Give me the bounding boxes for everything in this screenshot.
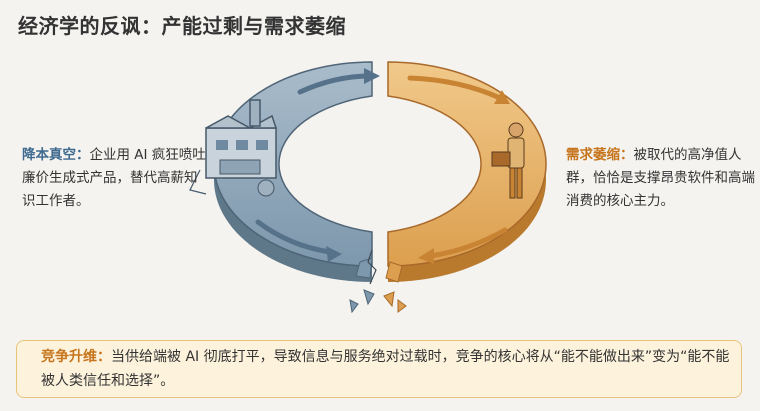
orange-arrow-top-head: [494, 90, 510, 104]
conclusion-head: 竞争升维：: [41, 349, 111, 365]
conclusion-body: 当供给端被 AI 彻底打平，导致信息与服务绝对过载时，竞争的核心将从“能不能做出…: [41, 349, 730, 389]
right-caption-head: 需求萎缩：: [566, 147, 634, 163]
right-caption: 需求萎缩：被取代的高净值人群，恰恰是支撑昂贵软件和高端消费的核心主力。: [566, 144, 756, 213]
orange-arrow-bottom-head: [418, 248, 434, 264]
blue-arrow-top: [297, 73, 373, 95]
left-caption: 降本真空：企业用 AI 疯狂喷吐廉价生成式产品，替代高薪知识工作者。: [22, 144, 207, 213]
page-title: 经济学的反讽：产能过剩与需求萎缩: [18, 14, 346, 38]
orange-arrow-bottom: [427, 227, 508, 259]
orange-ring-segment: [387, 61, 547, 267]
left-caption-head: 降本真空：: [22, 147, 90, 163]
blue-arrow-top-head: [364, 68, 380, 84]
crack-fragments: [349, 249, 407, 314]
businessman-icon: [491, 122, 525, 199]
conclusion-box: 竞争升维：当供给端被 AI 彻底打平，导致信息与服务绝对过载时，竞争的核心将从“…: [16, 340, 742, 398]
orange-arrow-top: [407, 75, 503, 101]
blue-arrow-bottom: [255, 219, 333, 255]
left-caption-body: 企业用 AI 疯狂喷吐廉价生成式产品，替代高薪知识工作者。: [22, 147, 206, 209]
factory-icon: [189, 99, 278, 197]
conclusion-text: 竞争升维：当供给端被 AI 彻底打平，导致信息与服务绝对过载时，竞争的核心将从“…: [41, 345, 731, 393]
right-caption-body: 被取代的高净值人群，恰恰是支撑昂贵软件和高端消费的核心主力。: [566, 147, 755, 209]
blue-arrow-bottom-head: [326, 246, 342, 262]
